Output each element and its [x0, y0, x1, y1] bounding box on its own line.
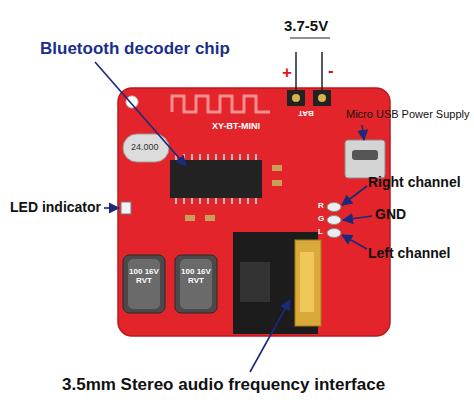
pcb-antenna — [172, 96, 270, 112]
jack-opening — [240, 262, 270, 302]
polarity-sign: + — [282, 64, 292, 83]
capacitor-top — [128, 259, 160, 309]
voltage-label: 3.7-5V — [284, 18, 328, 35]
jack-contact — [295, 240, 321, 326]
pin-pad — [318, 94, 326, 102]
pin-name: GND — [375, 207, 406, 222]
pcb-board — [118, 88, 390, 336]
leader-line — [295, 52, 297, 90]
pin-name: R — [318, 202, 324, 211]
part-marking: 24.000 — [131, 143, 159, 153]
smd-part — [185, 215, 195, 221]
mounting-hole — [126, 96, 138, 108]
decoder-chip — [170, 160, 262, 198]
solder-pad — [327, 203, 341, 212]
solder-pad — [327, 216, 341, 225]
header-pin — [313, 90, 331, 106]
leader-line — [321, 52, 323, 90]
led — [121, 202, 131, 214]
leader-line — [290, 38, 330, 39]
capacitor-top — [180, 259, 212, 309]
callout-label: Left channel — [368, 246, 450, 261]
pin-pad — [292, 94, 300, 102]
polarity-sign: - — [328, 62, 334, 81]
usb-connector — [345, 140, 385, 178]
callout-label: Right channel — [368, 175, 461, 190]
capacitor — [123, 255, 165, 313]
part-marking: 100 16V RVT — [127, 268, 161, 286]
header-pin — [287, 90, 305, 106]
callout-arrows — [95, 62, 372, 372]
smd-part — [272, 165, 282, 171]
callout-label: LED indicator — [10, 200, 101, 215]
solder-pad — [327, 229, 341, 238]
silkscreen-text: XY-BT-MINI — [212, 122, 260, 132]
smd-part — [272, 180, 282, 186]
jack-contact — [300, 252, 314, 312]
pin-name: L — [318, 228, 323, 237]
pin-name: G — [318, 215, 324, 224]
silkscreen-text: BAT — [298, 108, 314, 117]
callout-label: Micro USB Power Supply — [346, 108, 470, 120]
capacitor — [175, 255, 217, 313]
callout-label: 3.5mm Stereo audio frequency interface — [62, 376, 385, 395]
smd-part — [205, 215, 215, 221]
callout-label: Bluetooth decoder chip — [40, 40, 230, 59]
usb-slot — [352, 150, 378, 160]
part-marking: 100 16V RVT — [179, 268, 213, 286]
